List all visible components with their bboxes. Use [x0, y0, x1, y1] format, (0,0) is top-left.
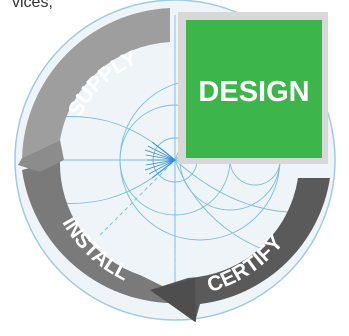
supply-install-arrow — [18, 140, 64, 172]
cropped-caption-text: vices, — [12, 0, 53, 11]
supply-segment — [22, 8, 170, 158]
design-label: DESIGN — [198, 76, 309, 108]
install-segment — [22, 160, 195, 304]
design-block — [186, 20, 322, 158]
center-fan — [144, 141, 176, 179]
certify-arrow-tip — [150, 278, 196, 322]
